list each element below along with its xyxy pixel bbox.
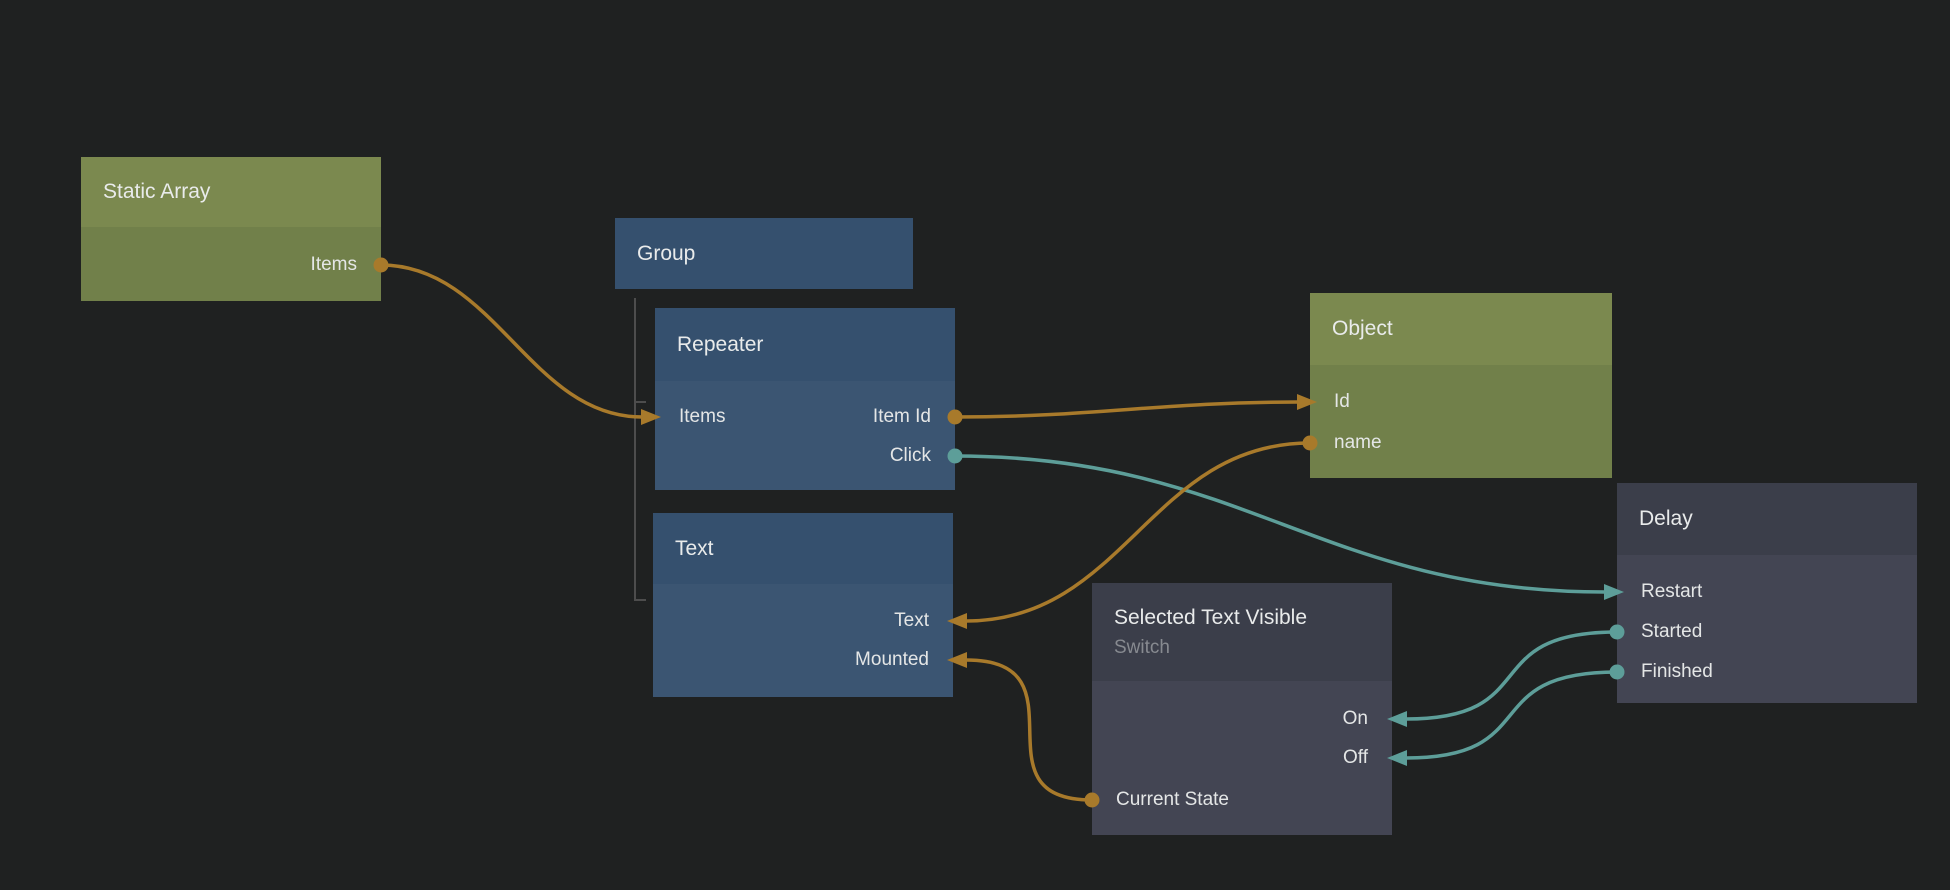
node-switch-header[interactable]: Selected Text Visible Switch (1092, 583, 1392, 681)
port-label-restart: Restart (1641, 581, 1703, 602)
node-title: Delay (1639, 507, 1693, 530)
wire-staticarray-items-to-repeater-items[interactable] (380, 263, 643, 419)
node-delay[interactable]: Delay Restart Started Finished (1617, 483, 1917, 703)
port-label-off: Off (1343, 747, 1368, 768)
port-label-items: Items (310, 254, 357, 275)
port-label-started: Started (1641, 621, 1703, 642)
node-static-array[interactable]: Static Array Items (81, 157, 381, 301)
wire-delay-started-to-switch-on[interactable] (1405, 630, 1618, 721)
node-title: Text (675, 536, 714, 560)
node-title: Selected Text Visible (1114, 605, 1308, 629)
port-label-item-id: Item Id (872, 406, 931, 427)
node-title: Static Array (103, 180, 211, 203)
port-label-items: Items (679, 406, 726, 427)
node-delay-header[interactable]: Delay (1617, 483, 1917, 555)
wire-delay-finished-to-switch-off[interactable] (1405, 670, 1618, 760)
node-object[interactable]: Object Id name (1310, 293, 1612, 478)
node-subtitle: Switch (1114, 636, 1170, 658)
wire-repeater-itemid-to-object-id[interactable] (954, 400, 1299, 419)
node-object-header[interactable]: Object (1310, 293, 1612, 365)
node-switch[interactable]: Selected Text Visible Switch On Off Curr… (1092, 583, 1392, 835)
port-label-finished: Finished (1641, 661, 1713, 682)
hierarchy-line (634, 298, 646, 601)
node-title: Group (637, 241, 696, 265)
wire-switch-currentstate-to-text-mounted[interactable] (965, 658, 1093, 802)
port-label-id: Id (1334, 391, 1350, 412)
node-static-array-header[interactable]: Static Array (81, 157, 381, 227)
port-label-mounted: Mounted (855, 649, 929, 670)
node-text-header[interactable]: Text (653, 513, 953, 584)
node-title: Object (1332, 317, 1393, 340)
port-label-current-state: Current State (1116, 789, 1229, 810)
port-label-click: Click (889, 445, 931, 466)
node-text[interactable]: Text Text Mounted (653, 513, 953, 697)
port-label-on: On (1342, 708, 1368, 729)
port-label-name: name (1334, 432, 1382, 453)
port-label-text: Text (894, 610, 929, 631)
node-group[interactable]: Group (615, 218, 913, 289)
node-repeater[interactable]: Repeater Items Item Id Click (655, 308, 955, 490)
node-repeater-header[interactable]: Repeater (655, 308, 955, 381)
node-title: Repeater (677, 332, 764, 356)
node-group-header[interactable]: Group (615, 218, 913, 289)
